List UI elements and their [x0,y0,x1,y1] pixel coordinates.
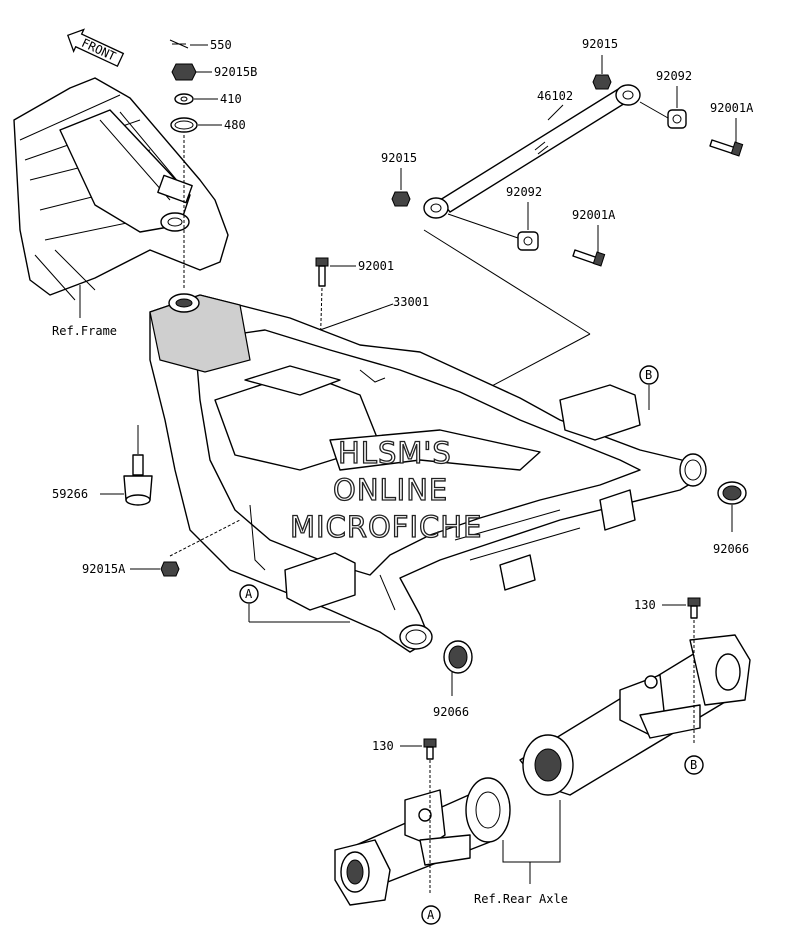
bolt-icon [687,597,701,619]
nut-icon [391,191,411,207]
rear-axle-left [334,777,511,906]
callout-a-bottom: A [427,908,435,922]
callout-b-bottom: B [690,758,697,772]
callout-a-mid: A [245,587,253,601]
label-130-left: 130 [372,739,394,753]
callout-b-top: B [645,368,652,382]
label-92001A-top: 92001A [710,101,754,115]
label-92001: 92001 [358,259,394,273]
end-cap-icon [717,481,747,505]
ref-frame-drawing [13,77,229,301]
rubber-stopper-icon [123,454,153,506]
callout-b-circle [684,755,704,775]
label-550: 550 [210,38,232,52]
watermark: HLSM'S ONLINE MICROFICHE [289,435,482,544]
label-130-right: 130 [634,598,656,612]
label-92015B: 92015B [214,65,257,79]
label-92001A-mid: 92001A [572,208,616,222]
rear-axle-right [519,634,751,796]
bolt-icon [315,257,329,287]
label-92092-top: 92092 [656,69,692,83]
label-33001: 33001 [393,295,429,309]
bolt-icon [423,738,437,760]
watermark-line2: ONLINE [333,473,448,507]
front-arrow-icon: FRONT [66,28,125,68]
watermark-line1: HLSM'S [338,436,452,470]
bolt-icon [709,139,744,157]
label-92066-bottom: 92066 [433,705,469,719]
bushing-icon [667,109,687,129]
front-arrow-label: FRONT [79,36,118,64]
bushing-icon [517,231,539,251]
washer-icon [174,93,194,105]
label-92092-mid: 92092 [506,185,542,199]
ring-icon [170,117,198,133]
torque-link-rod [423,84,641,219]
label-410: 410 [220,92,242,106]
end-cap-icon [443,640,473,674]
ref-rear-axle-label: Ref.Rear Axle [474,892,568,906]
cotter-pin-icon [169,39,189,49]
nut-icon [592,74,612,90]
label-59266: 59266 [52,487,88,501]
callout-a-circle [421,905,441,925]
nut-icon [160,561,180,577]
watermark-line3: MICROFICHE [290,510,482,544]
label-92015-mid: 92015 [381,151,417,165]
bolt-icon [572,249,606,267]
label-92015A: 92015A [82,562,126,576]
label-92066-right: 92066 [713,542,749,556]
label-92015-top: 92015 [582,37,618,51]
callout-a-circle [239,584,259,604]
callout-b-circle [639,365,659,385]
ref-frame-label: Ref.Frame [52,324,117,338]
label-480: 480 [224,118,246,132]
swingarm-frame [149,293,707,653]
label-46102: 46102 [537,89,573,103]
castle-nut-icon [171,63,197,81]
